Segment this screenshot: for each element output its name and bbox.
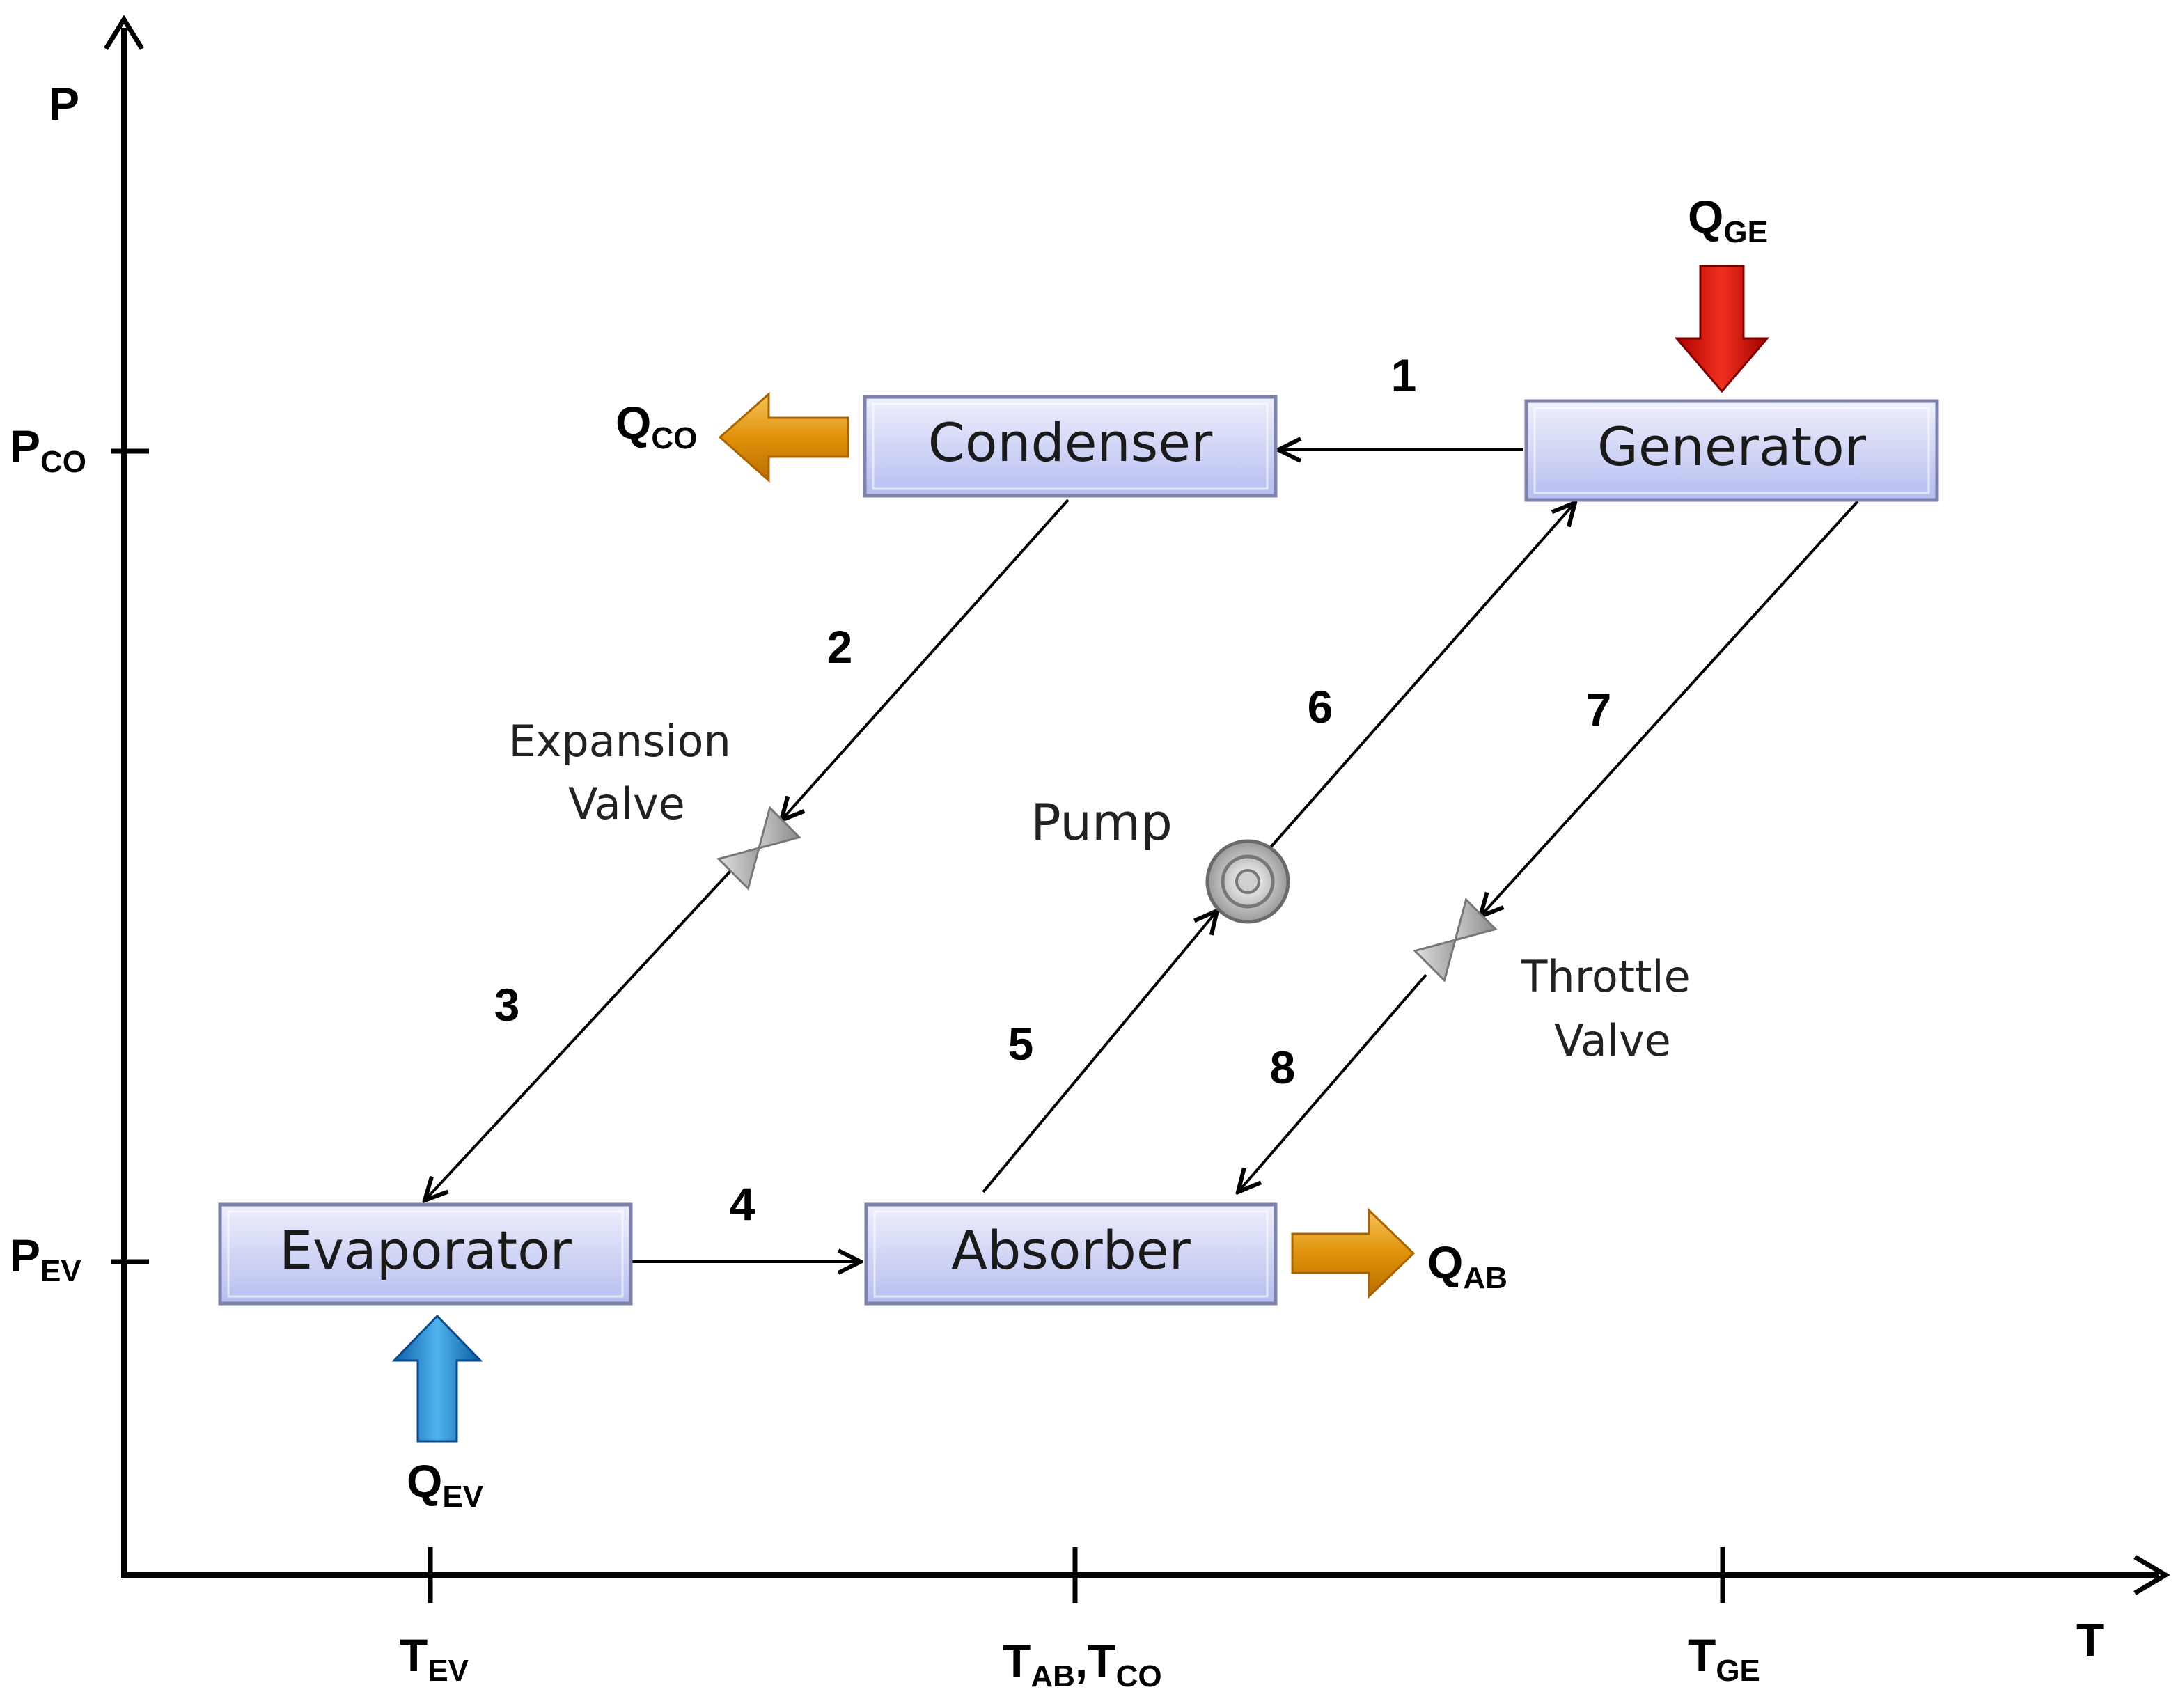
stream-3-line bbox=[425, 869, 732, 1200]
q-ev-arrow bbox=[391, 1314, 483, 1443]
y-tick-label-pco: PCO bbox=[10, 421, 86, 479]
pump-icon bbox=[1205, 839, 1290, 924]
x-axis-label: T bbox=[2076, 1614, 2104, 1666]
stream-number-2: 2 bbox=[827, 621, 853, 673]
expansion-valve-label: Expansion Valve bbox=[509, 716, 745, 829]
flow-lines bbox=[425, 450, 1859, 1262]
stream-number-5: 5 bbox=[1008, 1018, 1034, 1070]
evaporator-label: Evaporator bbox=[279, 1219, 572, 1281]
x-axis-arrowhead bbox=[2133, 1554, 2170, 1596]
stream-6-line bbox=[1267, 503, 1575, 851]
x-tick-label-tge: TGE bbox=[1688, 1629, 1760, 1688]
stream-7-line bbox=[1480, 500, 1859, 916]
y-tick-label-pev: PEV bbox=[10, 1230, 81, 1288]
q-ev-label: QEV bbox=[407, 1455, 484, 1514]
absorber-box: Absorber bbox=[864, 1202, 1278, 1306]
absorber-label: Absorber bbox=[951, 1219, 1191, 1281]
q-ab-label: QAB bbox=[1427, 1237, 1507, 1295]
q-co-label: QCO bbox=[616, 397, 697, 455]
throttle-valve-label: Throttle Valve bbox=[1521, 951, 1705, 1066]
axes: P T PCO PEV TEV TAB,TCO TGE bbox=[10, 15, 2170, 1693]
x-tick-label-tab-tco: TAB,TCO bbox=[1003, 1635, 1162, 1693]
evaporator-box: Evaporator bbox=[218, 1202, 633, 1306]
throttle-valve-icon bbox=[1413, 898, 1498, 982]
generator-label: Generator bbox=[1597, 416, 1867, 478]
stream-numbers: 1 2 3 4 5 6 7 8 bbox=[494, 350, 1612, 1230]
condenser-box: Condenser bbox=[863, 395, 1278, 498]
y-axis-arrowhead bbox=[104, 15, 144, 50]
stream-number-4: 4 bbox=[730, 1178, 755, 1230]
expansion-valve-icon bbox=[716, 806, 801, 891]
y-axis-label: P bbox=[49, 78, 79, 130]
x-tick-label-tev: TEV bbox=[400, 1629, 469, 1688]
stream-8-line bbox=[1238, 973, 1427, 1192]
q-ab-arrow bbox=[1291, 1207, 1416, 1299]
stream-2-line bbox=[781, 499, 1070, 820]
stream-5-line bbox=[982, 911, 1217, 1193]
stream-number-6: 6 bbox=[1308, 681, 1333, 732]
q-ge-label: QGE bbox=[1688, 191, 1768, 249]
stream-number-1: 1 bbox=[1391, 350, 1417, 401]
pump-label: Pump bbox=[1031, 793, 1173, 852]
q-co-arrow bbox=[718, 391, 849, 483]
stream-number-3: 3 bbox=[494, 979, 520, 1031]
generator-box: Generator bbox=[1524, 399, 1939, 502]
condenser-label: Condenser bbox=[928, 412, 1213, 473]
stream-number-7: 7 bbox=[1586, 684, 1612, 735]
q-ge-arrow bbox=[1674, 265, 1770, 393]
stream-number-8: 8 bbox=[1270, 1042, 1296, 1093]
